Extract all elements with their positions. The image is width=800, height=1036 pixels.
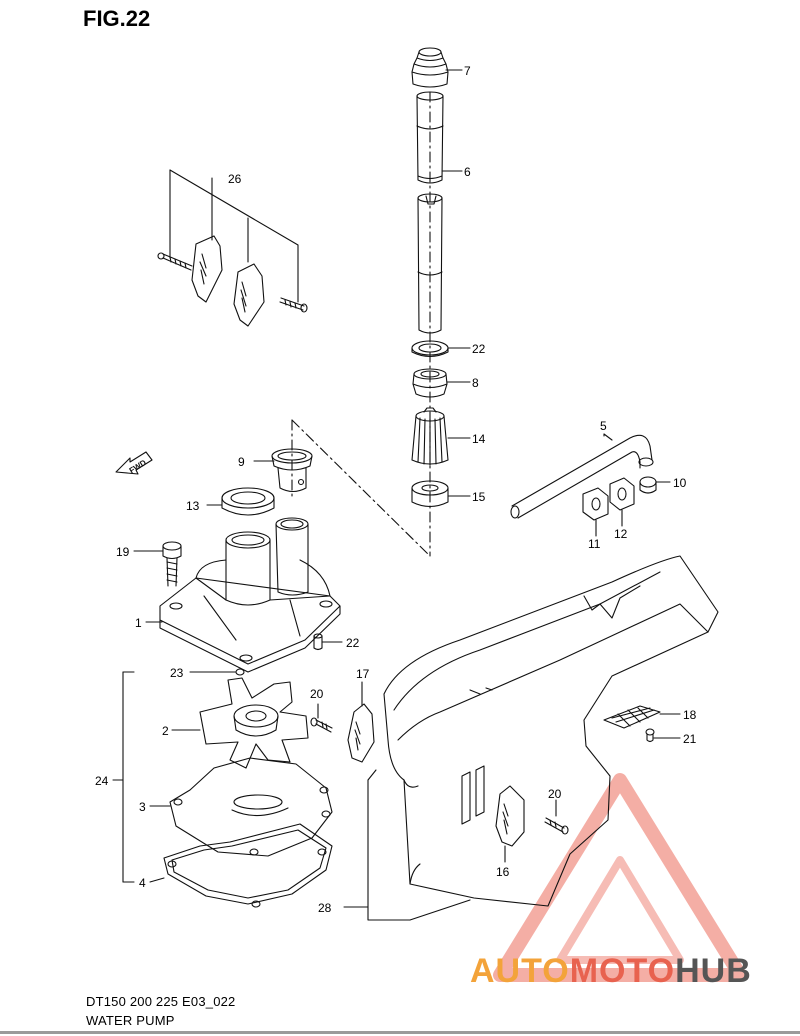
callout-labels: 7 6 22 8 14 15 26 9 13 19 1 22 23 2 24 3… <box>95 64 697 915</box>
part-21-screw-icon <box>645 728 655 743</box>
callout-20-upper: 20 <box>310 687 324 701</box>
assembly-guide-lines <box>291 91 431 557</box>
callout-3: 3 <box>139 800 146 814</box>
part-23-pin-icon <box>313 633 323 651</box>
callout-17: 17 <box>356 667 370 681</box>
callout-16: 16 <box>496 865 510 879</box>
callout-28: 28 <box>318 901 332 915</box>
callout-20-lower: 20 <box>548 787 562 801</box>
callout-14: 14 <box>472 432 486 446</box>
callout-25: 24 <box>95 774 109 788</box>
figure-name: WATER PUMP <box>86 1013 175 1028</box>
part-2-impeller-icon <box>199 677 309 769</box>
part-28-lower-housing-icon <box>383 555 719 907</box>
callout-2: 2 <box>162 724 169 738</box>
part-13-seal-ring-icon <box>221 487 275 516</box>
part-20-bolt-upper-icon <box>310 717 333 733</box>
callout-1: 1 <box>135 616 142 630</box>
callout-13: 13 <box>186 499 200 513</box>
part-4-gasket-icon <box>163 823 333 908</box>
callout-5: 5 <box>600 419 607 433</box>
part-5-hose-icon <box>510 434 654 519</box>
callout-6: 6 <box>464 165 471 179</box>
callout-11: 11 <box>588 537 601 551</box>
watermark-hub: HUB <box>675 952 752 990</box>
figure-code: DT150 200 225 E03_022 <box>86 994 236 1009</box>
part-17-anode-icon <box>347 703 375 763</box>
watermark-auto: AUTO <box>470 952 570 990</box>
watermark-moto: MOTO <box>570 952 675 990</box>
callout-26: 26 <box>228 172 242 186</box>
callout-18: 18 <box>683 708 697 722</box>
callout-9: 9 <box>238 455 245 469</box>
part-7-grommet-icon <box>411 47 449 88</box>
part-12-clamp-icon <box>609 477 635 511</box>
svg-text:AUTOMOTOHUB: AUTOMOTOHUB <box>470 952 752 990</box>
callout-19: 19 <box>116 545 130 559</box>
watermark-logo-icon <box>493 773 747 982</box>
part-10-cap-icon <box>639 476 657 494</box>
part-24-key-icon <box>235 668 245 676</box>
callout-8: 8 <box>472 376 479 390</box>
part-1-pump-case-icon <box>159 517 341 673</box>
callout-22: 22 <box>472 342 486 356</box>
part-3-plate-icon <box>169 757 333 857</box>
callout-23: 22 <box>346 636 360 650</box>
part-20-bolt-lower-icon <box>544 817 569 835</box>
part-16-anode-icon <box>495 785 525 847</box>
callout-21: 21 <box>683 732 697 746</box>
part-19-bolt-icon <box>162 541 182 587</box>
callout-leader-lines <box>112 69 681 921</box>
part-11-clamp-icon <box>582 487 609 521</box>
callout-7: 7 <box>464 64 471 78</box>
fwd-arrow-icon <box>115 451 153 475</box>
watermark-wordmark: AUTOMOTOHUB <box>470 952 752 990</box>
callout-4: 4 <box>139 876 146 890</box>
part-26-bracket-set-icon <box>157 169 308 327</box>
callout-10: 10 <box>673 476 687 490</box>
figure-title: FIG.22 <box>83 6 151 31</box>
callout-12: 12 <box>614 527 628 541</box>
part-18-screen-icon <box>603 705 661 729</box>
callout-15: 15 <box>472 490 486 504</box>
bottom-rule <box>0 1031 800 1034</box>
callout-24: 23 <box>170 666 184 680</box>
